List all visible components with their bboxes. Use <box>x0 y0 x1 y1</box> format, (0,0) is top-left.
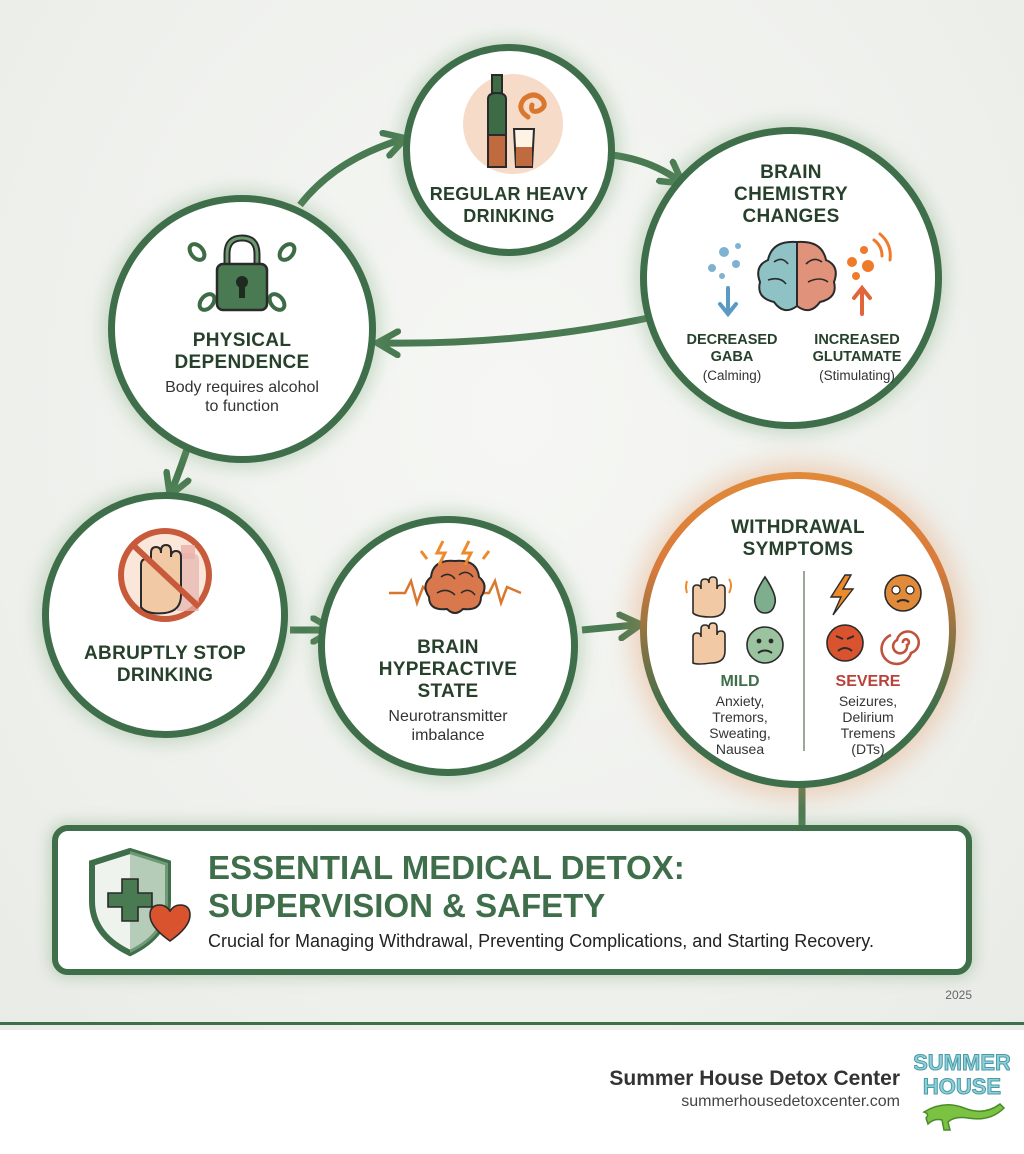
arrow-dependence-to-drinking <box>297 140 400 208</box>
tremor-hand-icon <box>685 576 732 618</box>
angry-face-icon <box>826 624 864 662</box>
summer-house-logo: SUMMER HOUSE <box>914 1050 1010 1131</box>
title-line-3: CHANGES <box>742 206 840 227</box>
gaba-dots <box>708 243 741 279</box>
glutamate-note: (Stimulating) <box>819 368 895 383</box>
sub-line-1: Neurotransmitter <box>388 708 508 725</box>
year-label: 2025 <box>945 988 972 1002</box>
banner-title-line-2: SUPERVISION & SAFETY <box>208 887 606 924</box>
mild-label: MILD <box>720 673 760 690</box>
sweat-drop-icon <box>753 575 777 614</box>
title-line-1: ABRUPTLY STOP <box>84 643 246 664</box>
mild-item-3: Sweating, <box>709 725 771 741</box>
title-line-2: DEPENDENCE <box>174 352 310 373</box>
sub-line-1: Body requires alcohol <box>165 379 319 396</box>
title-line-2: DRINKING <box>463 206 555 226</box>
arrow-chemistry-to-dependence <box>383 314 649 343</box>
logo-text-1: SUMMER <box>914 1050 1010 1075</box>
logo-text-2: HOUSE <box>923 1074 1001 1099</box>
arrow-hyperactive-to-withdrawal <box>581 625 635 630</box>
bottle-glass-icon <box>463 74 563 174</box>
flow-arrows <box>0 0 1024 1030</box>
footer-brand-name: Summer House Detox Center <box>609 1067 900 1090</box>
footer-divider <box>0 1022 1024 1025</box>
node-regular-heavy-drinking: REGULAR HEAVY DRINKING <box>403 44 615 256</box>
arrow-drinking-to-chemistry <box>611 151 678 180</box>
shield-cross-heart-icon <box>89 847 191 957</box>
gaba-label-1: DECREASED <box>686 332 778 348</box>
chained-lock-icon <box>187 234 297 312</box>
banner-subtitle: Crucial for Managing Withdrawal, Prevent… <box>208 931 874 951</box>
glutamate-dots <box>847 246 874 280</box>
banner-title-line-1: ESSENTIAL MEDICAL DETOX: <box>208 849 685 886</box>
mild-item-1: Anxiety, <box>715 693 765 709</box>
agitated-brain-icon <box>389 540 522 614</box>
shaking-hand-icon <box>692 622 726 665</box>
symptom-divider <box>803 571 805 751</box>
glutamate-label-1: INCREASED <box>814 332 900 348</box>
title-line-1: REGULAR HEAVY <box>429 184 589 204</box>
mild-symptom-icons <box>685 575 784 665</box>
severe-item-4: (DTs) <box>851 741 885 757</box>
severe-item-1: Seizures, <box>838 693 898 709</box>
medical-detox-banner: ESSENTIAL MEDICAL DETOX: SUPERVISION & S… <box>52 825 972 975</box>
diagram-canvas: REGULAR HEAVY DRINKING BRAIN CHEMISTRY C… <box>0 0 1024 1030</box>
title-line-1: PHYSICAL <box>192 330 292 351</box>
gaba-note: (Calming) <box>702 368 762 383</box>
title-line-2: CHEMISTRY <box>734 184 848 205</box>
lightning-icon <box>829 574 855 616</box>
title-line-1: WITHDRAWAL <box>731 517 865 538</box>
mild-item-2: Tremors, <box>712 709 768 725</box>
node-withdrawal-symptoms: WITHDRAWAL SYMPTOMS <box>640 472 956 788</box>
severe-label: SEVERE <box>835 673 901 690</box>
severe-item-2: Delirium <box>842 709 894 725</box>
gaba-label-2: GABA <box>710 349 754 365</box>
title-line-2: HYPERACTIVE <box>378 659 518 680</box>
node-physical-dependence: PHYSICAL DEPENDENCE Body requires alcoho… <box>108 195 376 463</box>
dizzy-face-icon <box>884 574 922 612</box>
neurotransmitter-brain-icon <box>708 232 892 318</box>
stop-hand-icon <box>118 528 212 622</box>
title-line-1: BRAIN <box>417 637 479 658</box>
title-line-1: BRAIN <box>760 162 822 183</box>
node-brain-hyperactive-state: BRAIN HYPERACTIVE STATE Neurotransmitter… <box>318 516 578 776</box>
spiral-icon <box>880 630 920 666</box>
severe-symptom-icons <box>826 574 922 666</box>
title-line-3: STATE <box>417 681 479 702</box>
sub-line-2: imbalance <box>411 727 485 744</box>
node-brain-chemistry-changes: BRAIN CHEMISTRY CHANGES DECREASED GABA (… <box>640 127 942 429</box>
severe-item-3: Tremens <box>840 725 896 741</box>
glutamate-label-2: GLUTAMATE <box>812 349 902 365</box>
footer-brand-url[interactable]: summerhousedetoxcenter.com <box>681 1093 900 1110</box>
node-abruptly-stop-drinking: ABRUPTLY STOP DRINKING <box>42 492 288 738</box>
title-line-2: DRINKING <box>116 665 214 686</box>
title-line-2: SYMPTOMS <box>742 539 854 560</box>
mild-item-4: Nausea <box>715 741 765 757</box>
sub-line-2: to function <box>205 398 279 415</box>
nauseous-face-icon <box>746 626 784 664</box>
